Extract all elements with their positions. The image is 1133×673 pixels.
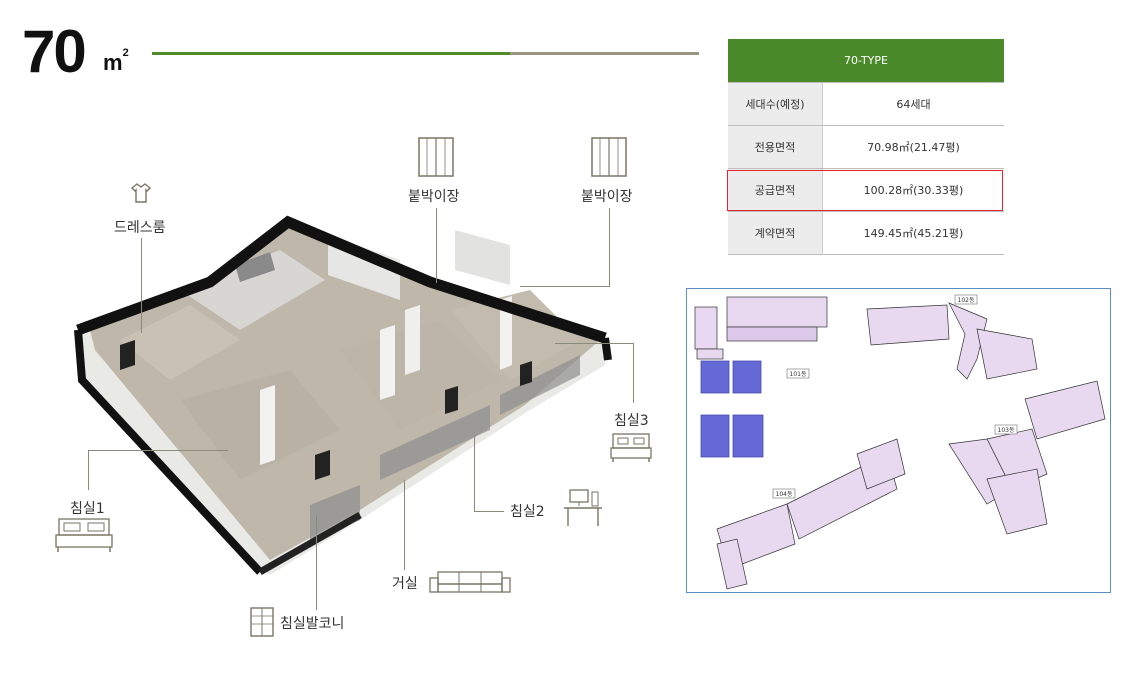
leader-line bbox=[520, 286, 610, 287]
leader-line bbox=[474, 435, 475, 511]
spec-table-title: 70-TYPE bbox=[728, 39, 1004, 83]
building-label: 104동 bbox=[776, 491, 793, 498]
floor-plan-illustration bbox=[74, 215, 612, 576]
title-rule-green bbox=[152, 52, 510, 55]
spec-label: 계약면적 bbox=[728, 211, 823, 255]
supply-area-highlight bbox=[727, 170, 1003, 211]
building-label: 101동 bbox=[790, 371, 807, 378]
building-101 bbox=[694, 296, 828, 360]
room-label-dressroom: 드레스룸 bbox=[114, 220, 166, 236]
leader-line bbox=[633, 343, 634, 403]
site-plan-panel: 101동 102동 103동 104동 bbox=[686, 288, 1111, 593]
area-number: 70 bbox=[22, 18, 87, 85]
building-102 bbox=[866, 302, 1038, 380]
building-label: 102동 bbox=[958, 297, 975, 304]
spec-label: 공급면적 bbox=[728, 168, 823, 212]
spec-value: 100.28㎡(30.33평) bbox=[822, 168, 1004, 212]
leader-line bbox=[88, 450, 89, 490]
spec-value: 149.45㎡(45.21평) bbox=[822, 211, 1004, 255]
leader-line bbox=[474, 511, 504, 512]
room-label-closet-b: 붙박이장 bbox=[581, 189, 633, 205]
room-label-living: 거실 bbox=[392, 576, 418, 592]
leader-line bbox=[436, 208, 437, 283]
leader-line bbox=[316, 515, 317, 610]
window-icon bbox=[249, 606, 275, 638]
spec-row: 세대수(예정)64세대 bbox=[728, 82, 1004, 126]
spec-label: 세대수(예정) bbox=[728, 82, 823, 126]
shirt-icon bbox=[130, 182, 152, 204]
building-104 bbox=[716, 438, 906, 590]
bed-icon bbox=[53, 515, 115, 555]
room-label-bedroom2: 침실2 bbox=[510, 504, 545, 520]
bed-icon bbox=[609, 432, 653, 464]
title-rule-tan bbox=[510, 52, 699, 55]
leader-line bbox=[141, 238, 142, 333]
leader-line bbox=[609, 208, 610, 286]
room-label-balcony: 침실발코니 bbox=[280, 616, 345, 632]
room-label-bedroom3: 침실3 bbox=[614, 413, 649, 429]
wardrobe-icon bbox=[417, 136, 455, 178]
room-label-bedroom1: 침실1 bbox=[70, 501, 105, 517]
spec-label: 전용면적 bbox=[728, 125, 823, 169]
site-plan-drawing: 101동 102동 103동 104동 bbox=[694, 294, 1106, 590]
spec-value: 70.98㎡(21.47평) bbox=[822, 125, 1004, 169]
building-label: 103동 bbox=[998, 427, 1015, 434]
room-label-closet-a: 붙박이장 bbox=[408, 189, 460, 205]
building-101-highlight bbox=[700, 360, 764, 458]
sofa-icon bbox=[428, 570, 512, 596]
area-unit: m2 bbox=[103, 46, 129, 75]
leader-line bbox=[404, 480, 405, 570]
spec-value: 64세대 bbox=[822, 82, 1004, 126]
leader-line bbox=[555, 343, 633, 344]
wardrobe-icon bbox=[590, 136, 628, 178]
building-103 bbox=[948, 380, 1106, 535]
desk-icon bbox=[562, 488, 604, 528]
leader-line bbox=[88, 450, 228, 451]
